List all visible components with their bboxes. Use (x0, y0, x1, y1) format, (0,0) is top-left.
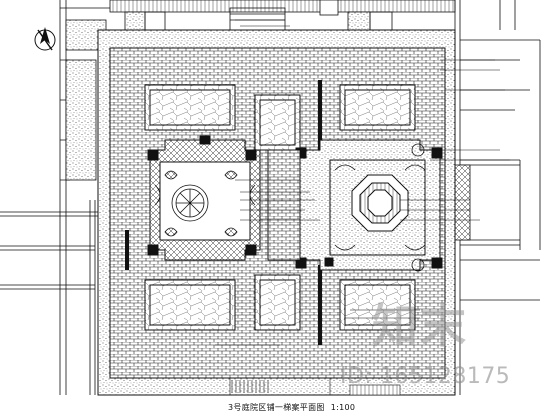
ornament-motifs-left (154, 170, 256, 237)
dark-edging (125, 80, 322, 345)
watermark-id: ID: 165128175 (340, 364, 511, 389)
ornament-motifs-right (334, 143, 426, 272)
left-plaza (147, 135, 261, 261)
annotation-leaders (215, 19, 510, 346)
north-arrow-icon (34, 27, 56, 51)
watermark-logo: 知末 (372, 299, 468, 353)
bottom-steps (229, 377, 401, 396)
central-walkway (267, 149, 301, 261)
drawing-title: 3号庭院区铺一梯案平面图 1:100 (228, 402, 355, 413)
planter-beds (144, 84, 416, 331)
drawing-title-text: 3号庭院区铺一梯案平面图 (228, 403, 325, 412)
left-building-edge (0, 0, 110, 395)
top-structures (109, 0, 456, 33)
drawing-scale: 1:100 (330, 403, 356, 412)
octagon-fountain (351, 174, 409, 232)
